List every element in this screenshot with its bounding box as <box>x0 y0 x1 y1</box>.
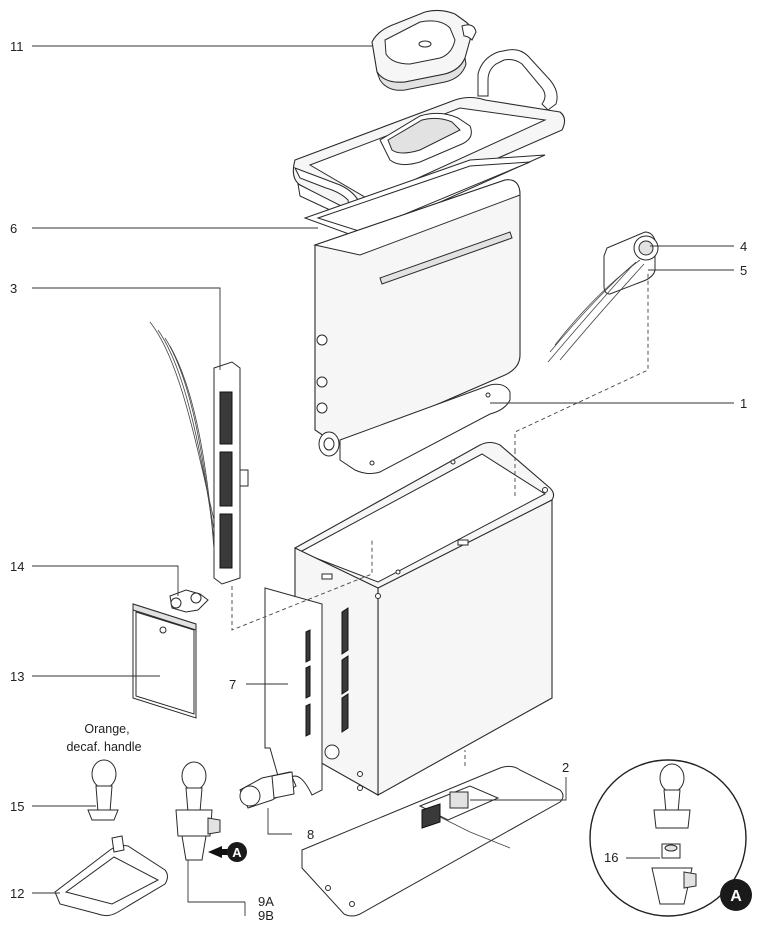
label-part-9b: 9B <box>258 908 274 923</box>
label-part-1: 1 <box>740 396 747 411</box>
leader-lines <box>32 45 734 916</box>
part-3-strip <box>149 321 249 585</box>
label-part-11: 11 <box>10 39 24 54</box>
part-12-drip-tray <box>54 835 168 917</box>
part-6-gasket <box>303 154 546 239</box>
label-part-4: 4 <box>740 239 747 254</box>
part-2-control-tray <box>301 765 564 917</box>
assembly-dashed-lines <box>231 272 649 766</box>
label-part-7: 7 <box>229 677 236 692</box>
detail-a-marker-letter: A <box>232 845 242 860</box>
label-part-2: 2 <box>562 760 569 775</box>
part-15-handle <box>87 759 119 821</box>
label-part-9a: 9A <box>258 894 274 909</box>
label-part-5: 5 <box>740 263 747 278</box>
part-4-5-switch <box>547 231 659 363</box>
detail-arrow-icon <box>208 846 222 858</box>
detail-arrow-shaft <box>222 849 230 855</box>
detail-view-a <box>589 759 747 917</box>
detail-a-badge-letter: A <box>730 888 742 905</box>
label-part-14: 14 <box>10 559 24 574</box>
label-part-15: 15 <box>10 799 24 814</box>
label-part-3: 3 <box>10 281 17 296</box>
part-8-coupling <box>239 771 297 809</box>
label-part-13: 13 <box>10 669 24 684</box>
label-part-8: 8 <box>307 827 314 842</box>
part-9-faucet <box>175 761 221 861</box>
detail-a-badge <box>720 879 752 911</box>
part-14-clip <box>169 589 209 613</box>
label-part-12: 12 <box>10 886 24 901</box>
part-1-tank <box>313 179 521 475</box>
part-7-side-panel <box>264 587 323 796</box>
part-11-lid <box>371 9 477 91</box>
detail-a-marker <box>227 842 247 862</box>
note-line-2: decaf. handle <box>66 740 141 754</box>
note-line-1: Orange, <box>84 722 129 736</box>
label-part-16: 16 <box>604 850 618 865</box>
part-13-label-holder <box>132 603 197 719</box>
label-part-6: 6 <box>10 221 17 236</box>
